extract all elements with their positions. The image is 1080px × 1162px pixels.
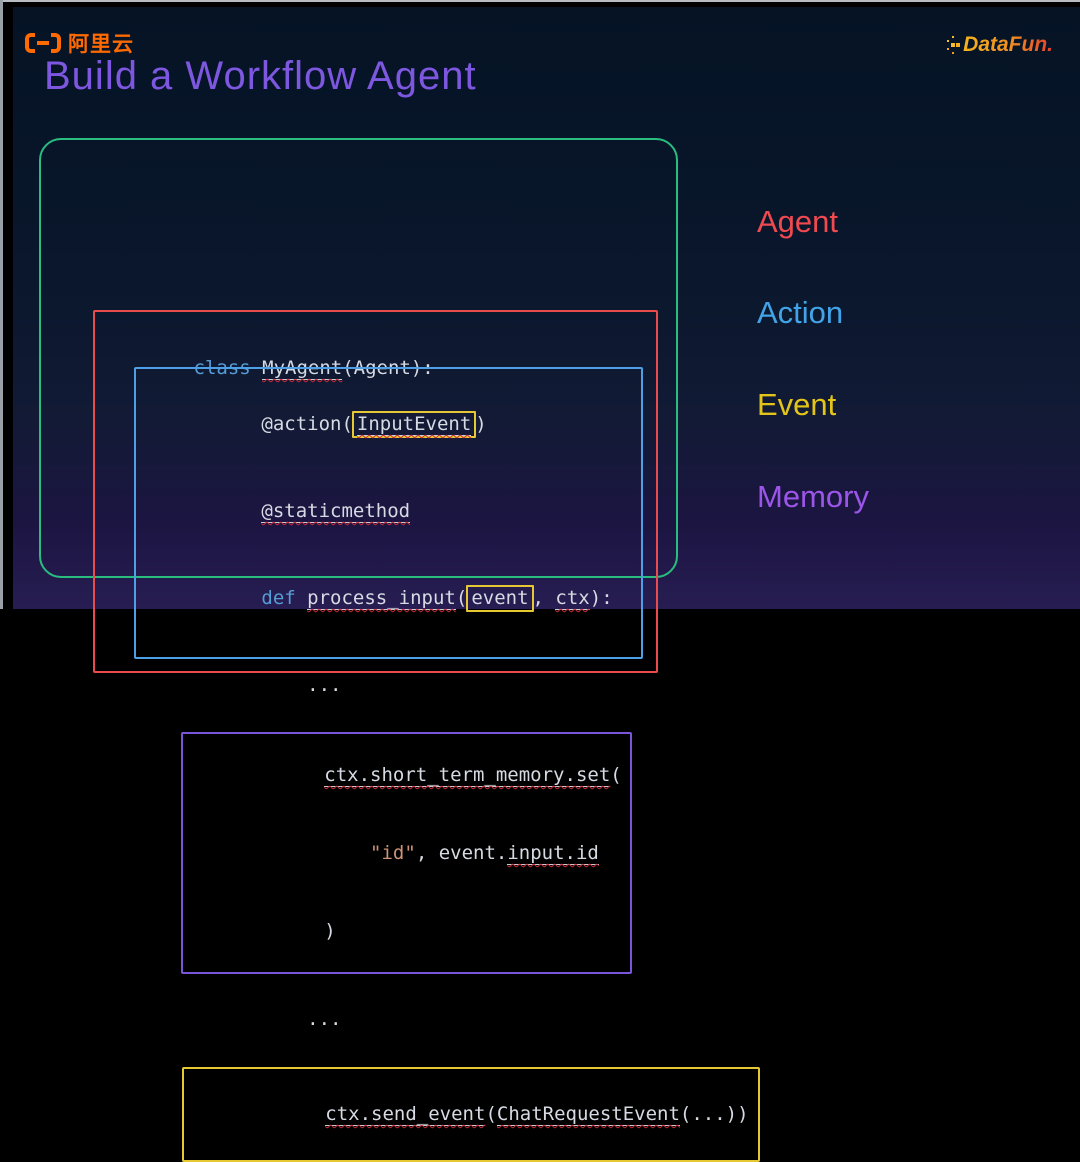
code-line-memory-set: ctx.short_term_memory.set( [187, 736, 622, 814]
code-line-memory-args: "id", event.input.id [187, 814, 622, 892]
code-text: , event. [415, 842, 508, 864]
code-line-send-event: ctx.send_event(ChatRequestEvent(...)) [188, 1071, 749, 1158]
code-ident-short-term-memory: ctx.short_term_memory.set [324, 764, 611, 787]
action-code-box: @action(InputEvent) @staticmethod def pr… [134, 367, 760, 1162]
agent-code-box: class MyAgent(Agent): @action(InputEvent… [93, 310, 760, 1162]
code-line-def: def process_input(event, ctx): [147, 555, 641, 642]
code-keyword-def: def [261, 587, 308, 609]
datafun-logo-text: DataFun. [963, 33, 1053, 56]
alibaba-cloud-logo: 阿里云 [25, 28, 134, 58]
legend-item-action: Action [757, 295, 844, 330]
alibaba-logo-text: 阿里云 [68, 33, 134, 56]
code-ident-process-input: process_input [307, 587, 456, 610]
slide: 阿里云 Build a Workflow Agent DataFun. clas… [13, 7, 1080, 1162]
alibaba-bracket-left-icon [25, 33, 35, 53]
event-send-box: ctx.send_event(ChatRequestEvent(...)) [182, 1067, 760, 1162]
code-line-staticmethod: @staticmethod [147, 468, 641, 555]
code-ident-chatrequestevent: ChatRequestEvent [496, 1103, 680, 1126]
memory-code-box: ctx.short_term_memory.set( "id", event.i… [181, 732, 632, 974]
code-string-id: "id" [370, 842, 416, 864]
code-line-ellipsis: ... [147, 976, 641, 1063]
code-text: ) [475, 413, 487, 435]
page-title: Build a Workflow Agent [44, 54, 477, 98]
code-text: ): [589, 587, 613, 609]
legend-item-agent: Agent [757, 204, 839, 239]
code-ident-inputevent: InputEvent [356, 413, 472, 436]
code-text: ( [485, 1103, 497, 1125]
datafun-dots-icon [951, 43, 956, 47]
alibaba-bracket-icon [25, 32, 61, 54]
code-text: @action( [261, 413, 353, 435]
code-text: ) [324, 920, 336, 942]
workflow-frame-box: class MyAgent(Agent): @action(InputEvent… [39, 138, 760, 1162]
screenshot-left-edge [0, 0, 3, 609]
code-line-action-decorator: @action(InputEvent) [147, 381, 641, 468]
code-text [324, 842, 370, 864]
event-highlight-box: InputEvent [351, 411, 477, 438]
datafun-logo: DataFun. [951, 33, 1053, 57]
code-text: ( [455, 587, 468, 609]
code-line-memory-close: ) [187, 892, 622, 970]
code-ident-staticmethod: @staticmethod [261, 500, 411, 523]
screenshot-top-edge [0, 0, 1080, 2]
code-ident-event: event [471, 587, 529, 609]
event-highlight-box: event [466, 585, 534, 612]
code-text: ( [610, 764, 622, 786]
code-text: ... [261, 674, 342, 696]
code-line-ellipsis: ... [147, 642, 641, 729]
code-text: , [532, 587, 556, 609]
alibaba-bracket-right-icon [51, 33, 61, 53]
code-ident-input-id: input.id [507, 842, 599, 865]
code-text: (...)) [679, 1103, 749, 1125]
alibaba-dash-icon [37, 41, 49, 45]
code-ident-ctx: ctx [555, 587, 590, 610]
legend-item-event: Event [757, 387, 837, 422]
code-text: ... [261, 1008, 342, 1030]
legend-item-memory: Memory [757, 479, 869, 514]
code-ident-send-event: ctx.send_event [325, 1103, 486, 1126]
